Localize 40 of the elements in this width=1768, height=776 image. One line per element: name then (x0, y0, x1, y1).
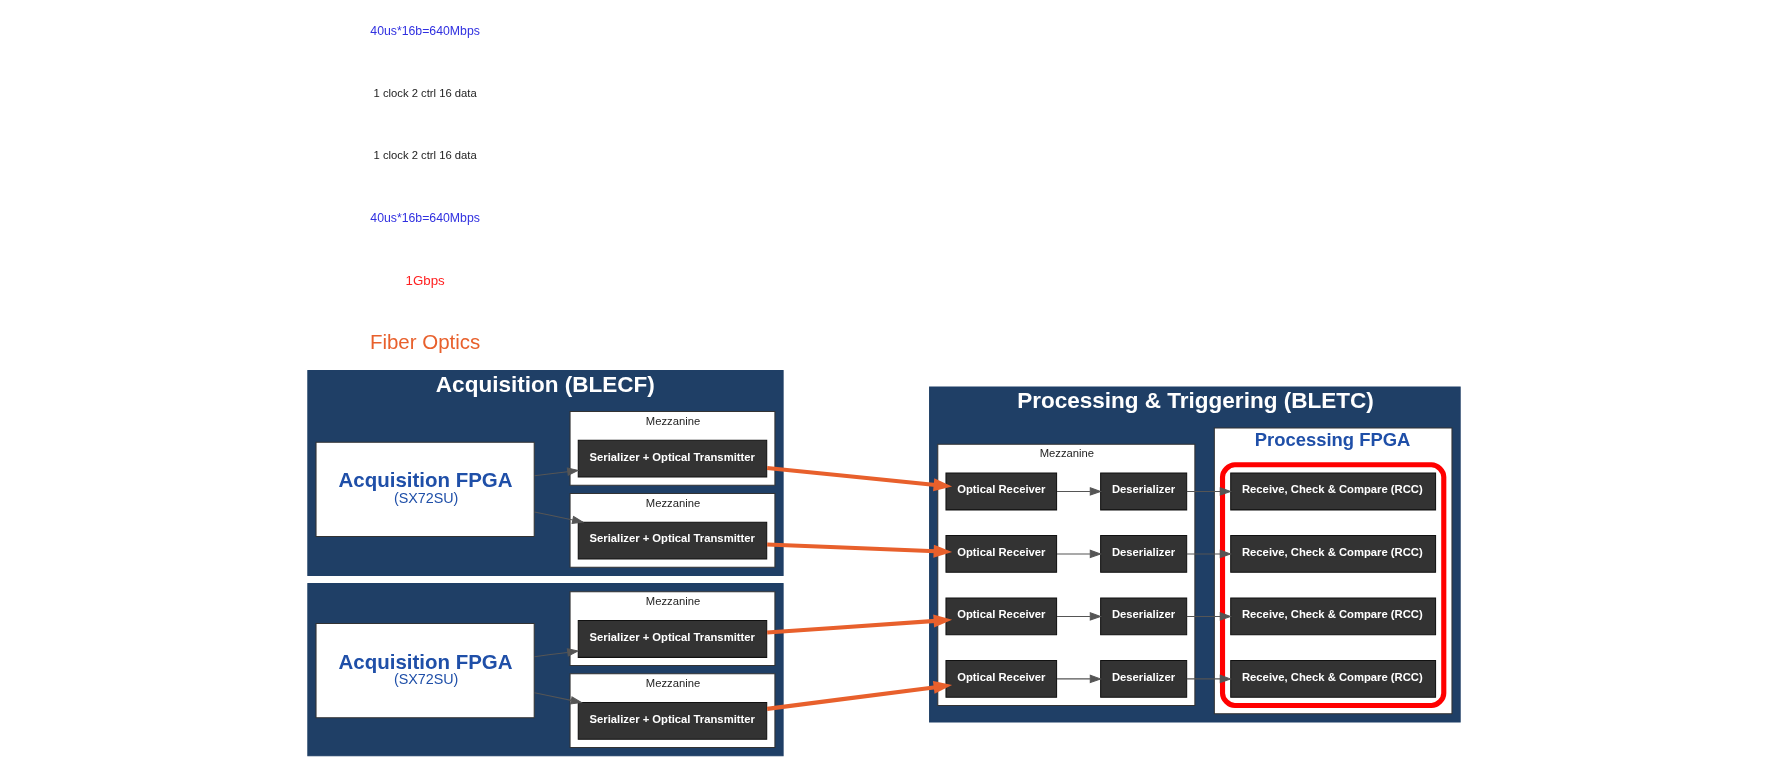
node-box: Optical Receiver (945, 659, 1058, 698)
node-box: Serializer + Optical Transmitter (577, 521, 768, 560)
node-box: Serializer + Optical Transmitter (577, 619, 768, 658)
arrow (1056, 549, 1103, 558)
arrow (1186, 549, 1233, 558)
arrow (767, 541, 953, 558)
cluster (307, 582, 784, 756)
node-box: Deserializer (1100, 472, 1188, 510)
node-box: Deserializer (1100, 659, 1188, 698)
node-box: Deserializer (1100, 534, 1188, 573)
arrow (533, 511, 585, 524)
node-box: Receive, Check & Compare (RCC) (1230, 659, 1437, 698)
label: Fiber Optics (369, 329, 481, 353)
node-box: Receive, Check & Compare (RCC) (1230, 534, 1437, 573)
node-box: Optical Receiver (945, 534, 1058, 573)
label: 1Gbps (405, 272, 445, 288)
arrow (1056, 674, 1103, 683)
label: 40us*16b=640Mbps (370, 23, 480, 38)
arrow (533, 466, 580, 476)
node-box: Receive, Check & Compare (RCC) (1230, 596, 1437, 635)
node-box: Serializer + Optical Transmitter (577, 439, 768, 478)
arrow (533, 647, 580, 657)
node-box: Serializer + Optical Transmitter (577, 701, 768, 740)
arrow (766, 465, 953, 491)
arrow (1186, 611, 1233, 621)
node-box: Deserializer (1100, 596, 1188, 635)
arrow (1186, 486, 1233, 496)
node-box: Optical Receiver (945, 596, 1058, 635)
arrow (1056, 611, 1103, 621)
node-box: Receive, Check & Compare (RCC) (1230, 472, 1437, 510)
label: 1 clock 2 ctrl 16 data (373, 86, 477, 99)
node-box: Acquisition FPGA (SX72SU) (315, 622, 535, 718)
arrow (1186, 674, 1233, 683)
node-box: Optical Receiver (945, 472, 1058, 510)
label: 40us*16b=640Mbps (370, 210, 480, 225)
arrow (767, 614, 953, 635)
arrow (1056, 486, 1103, 496)
label: 1 clock 2 ctrl 16 data (373, 148, 477, 161)
node-box: Acquisition FPGA (SX72SU) (315, 441, 535, 537)
arrow (533, 691, 583, 704)
